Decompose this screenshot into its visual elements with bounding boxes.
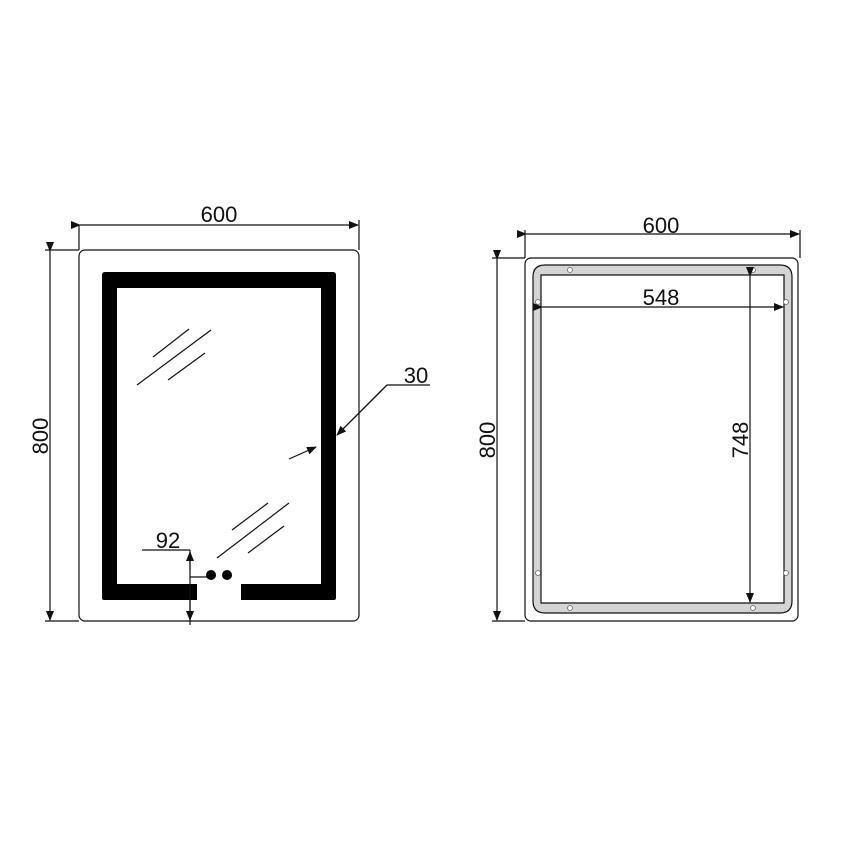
border-width-label: 30 xyxy=(404,363,428,388)
height-dimension-label: 800 xyxy=(28,418,53,455)
inner-width-dimension-label: 548 xyxy=(643,285,680,310)
mirror-outline xyxy=(78,249,360,622)
led-band xyxy=(102,272,336,600)
touch-switch-icon xyxy=(206,570,216,580)
glass-reflection-marks xyxy=(136,328,290,559)
switch-offset-label: 92 xyxy=(156,528,180,553)
back-width-dimension-label: 600 xyxy=(643,213,680,238)
frame-band xyxy=(532,264,793,614)
back-outline xyxy=(524,257,799,622)
touch-switch-icon xyxy=(222,570,232,580)
back-view: 600 800 548 748 xyxy=(475,213,801,622)
back-height-dimension-label: 800 xyxy=(475,422,500,459)
width-dimension-label: 600 xyxy=(201,202,238,227)
front-view: 600 800 30 92 xyxy=(28,202,430,625)
inner-height-dimension-label: 748 xyxy=(728,422,753,459)
